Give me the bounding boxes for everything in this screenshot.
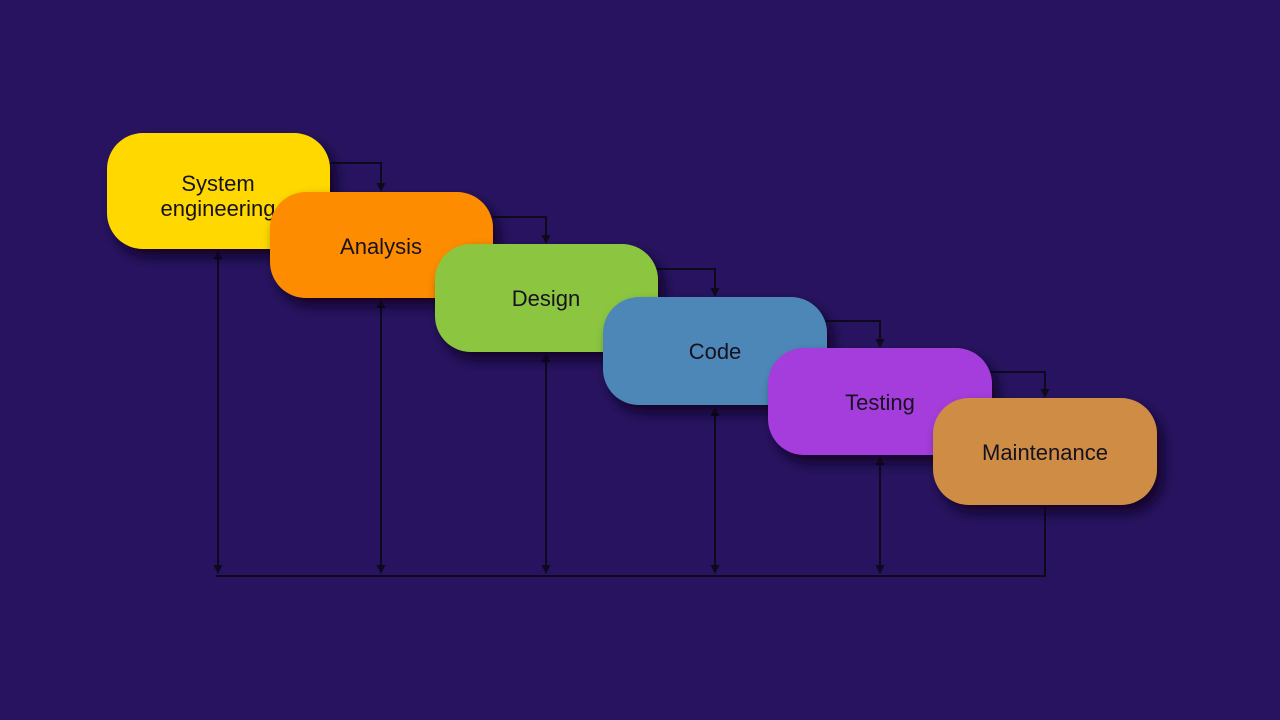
arrowhead-down-into-analysis — [376, 183, 386, 192]
arrowhead-down-into-maintenance — [1040, 389, 1050, 398]
stage-label-maintenance: Maintenance — [982, 440, 1108, 465]
stage-label-system-engineering-line2: engineering — [161, 196, 276, 221]
connector-system-to-analysis — [328, 162, 382, 186]
arrowhead-down-into-code — [710, 288, 720, 297]
arrowhead-up-into-design — [541, 353, 551, 362]
arrowhead-down-at-line-system — [213, 565, 223, 574]
arrowhead-down-at-line-code — [710, 565, 720, 574]
stage-maintenance: Maintenance — [933, 398, 1157, 505]
stage-box-maintenance — [933, 398, 1157, 505]
connector-analysis-to-design — [490, 216, 547, 238]
connector-design-to-code — [655, 268, 716, 291]
arrowhead-up-into-code — [710, 407, 720, 416]
stage-label-testing: Testing — [845, 390, 915, 415]
arrowhead-down-into-testing — [875, 339, 885, 348]
arrowhead-down-into-design — [541, 235, 551, 244]
stage-label-system-engineering-line1: System — [181, 171, 254, 196]
arrowhead-down-at-line-design — [541, 565, 551, 574]
connector-testing-to-maintenance — [989, 371, 1046, 392]
stage-label-design: Design — [512, 286, 580, 311]
feedback-bottom-line — [216, 506, 1046, 577]
stage-box-design — [435, 244, 658, 352]
connector-code-to-testing — [824, 320, 881, 342]
arrowhead-up-into-analysis — [376, 299, 386, 308]
stage-label-analysis: Analysis — [340, 234, 422, 259]
stage-design: Design — [435, 244, 658, 352]
stage-label-code: Code — [689, 339, 742, 364]
arrowhead-down-at-line-testing — [875, 565, 885, 574]
flow-lines — [216, 162, 1046, 577]
flow-arrowheads — [213, 183, 1050, 574]
arrowhead-up-into-testing — [875, 456, 885, 465]
arrowhead-down-at-line-analysis — [376, 565, 386, 574]
arrowhead-up-into-system — [213, 250, 223, 259]
